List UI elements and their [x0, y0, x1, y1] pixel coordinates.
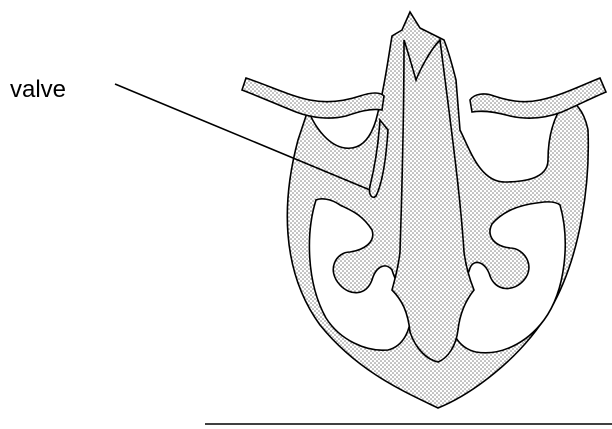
right-vessel-arm — [470, 78, 606, 118]
left-vessel-arm — [242, 78, 384, 118]
valve-pointer-line — [115, 84, 370, 190]
valve-label: valve — [10, 78, 66, 102]
